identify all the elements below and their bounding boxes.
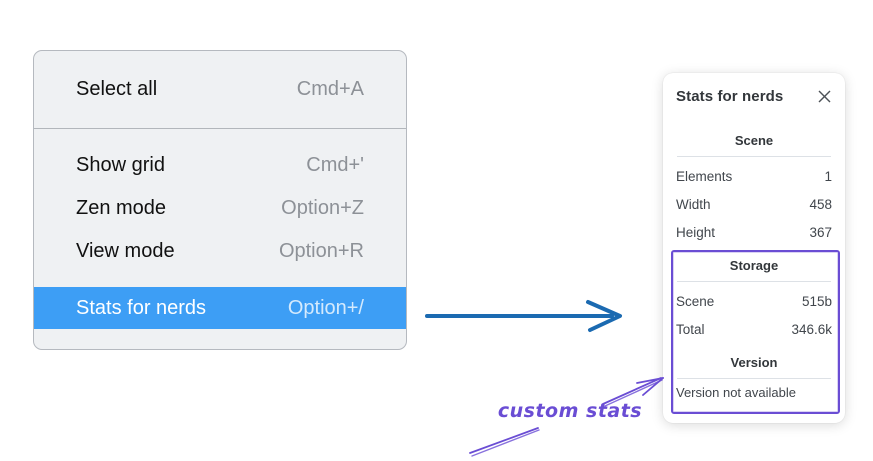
stat-value: 515b: [801, 293, 832, 309]
version-note: Version not available: [676, 385, 796, 400]
stat-value: 346.6k: [791, 321, 832, 337]
stats-panel-title: Stats for nerds: [676, 87, 784, 105]
menu-item-label: Show grid: [76, 154, 165, 176]
stat-row-scene-storage: Scene 515b: [676, 287, 832, 315]
menu-item-shortcut: Cmd+': [306, 154, 364, 176]
menu-item-label: Select all: [76, 78, 158, 100]
stat-row-width: Width 458: [676, 190, 832, 218]
menu-item-shortcut: Option+Z: [281, 197, 364, 219]
custom-stats-label: custom stats: [497, 400, 643, 422]
section-divider: [677, 378, 831, 379]
stat-label: Total: [676, 321, 705, 337]
menu-item-shortcut: Cmd+A: [296, 78, 364, 100]
menu-item-label: View mode: [76, 240, 175, 262]
stat-value: 458: [809, 196, 832, 212]
stat-label: Height: [676, 224, 716, 240]
stat-value: 367: [809, 224, 832, 240]
flow-arrow-icon: [425, 300, 622, 332]
section-divider: [677, 156, 831, 157]
menu-item-view-mode[interactable]: View mode Option+R: [34, 230, 406, 273]
menu-item-label: Stats for nerds: [76, 296, 207, 319]
stat-row-elements: Elements 1: [676, 162, 832, 190]
stats-panel-header: Stats for nerds: [676, 85, 832, 107]
menu-group: Show grid Cmd+' Zen mode Option+Z View m…: [34, 129, 406, 329]
stat-label: Width: [676, 196, 711, 212]
menu-item-stats-for-nerds[interactable]: Stats for nerds Option+/: [34, 287, 406, 329]
section-header-storage: Storage: [729, 258, 779, 273]
section-header-scene: Scene: [734, 133, 774, 148]
section-divider: [677, 281, 831, 282]
stat-row-height: Height 367: [676, 218, 832, 246]
menu-item-zen-mode[interactable]: Zen mode Option+Z: [34, 187, 406, 230]
stat-value: 1: [824, 168, 832, 184]
menu-divider: [34, 128, 406, 129]
close-icon[interactable]: [816, 88, 832, 104]
stats-panel: Stats for nerds Scene Elements 1 Width 4…: [663, 73, 845, 423]
stat-row-total-storage: Total 346.6k: [676, 315, 832, 343]
menu-item-shortcut: Option+R: [278, 240, 364, 262]
stat-label: Elements: [676, 168, 733, 184]
menu-item-show-grid[interactable]: Show grid Cmd+': [34, 144, 406, 187]
section-header-version: Version: [730, 355, 778, 370]
menu-item-select-all[interactable]: Select all Cmd+A: [34, 51, 406, 128]
menu-item-label: Zen mode: [76, 197, 167, 219]
context-menu: Select all Cmd+A Show grid Cmd+' Zen mod…: [33, 50, 407, 350]
menu-item-shortcut: Option+/: [287, 296, 364, 319]
stat-label: Scene: [676, 293, 715, 309]
